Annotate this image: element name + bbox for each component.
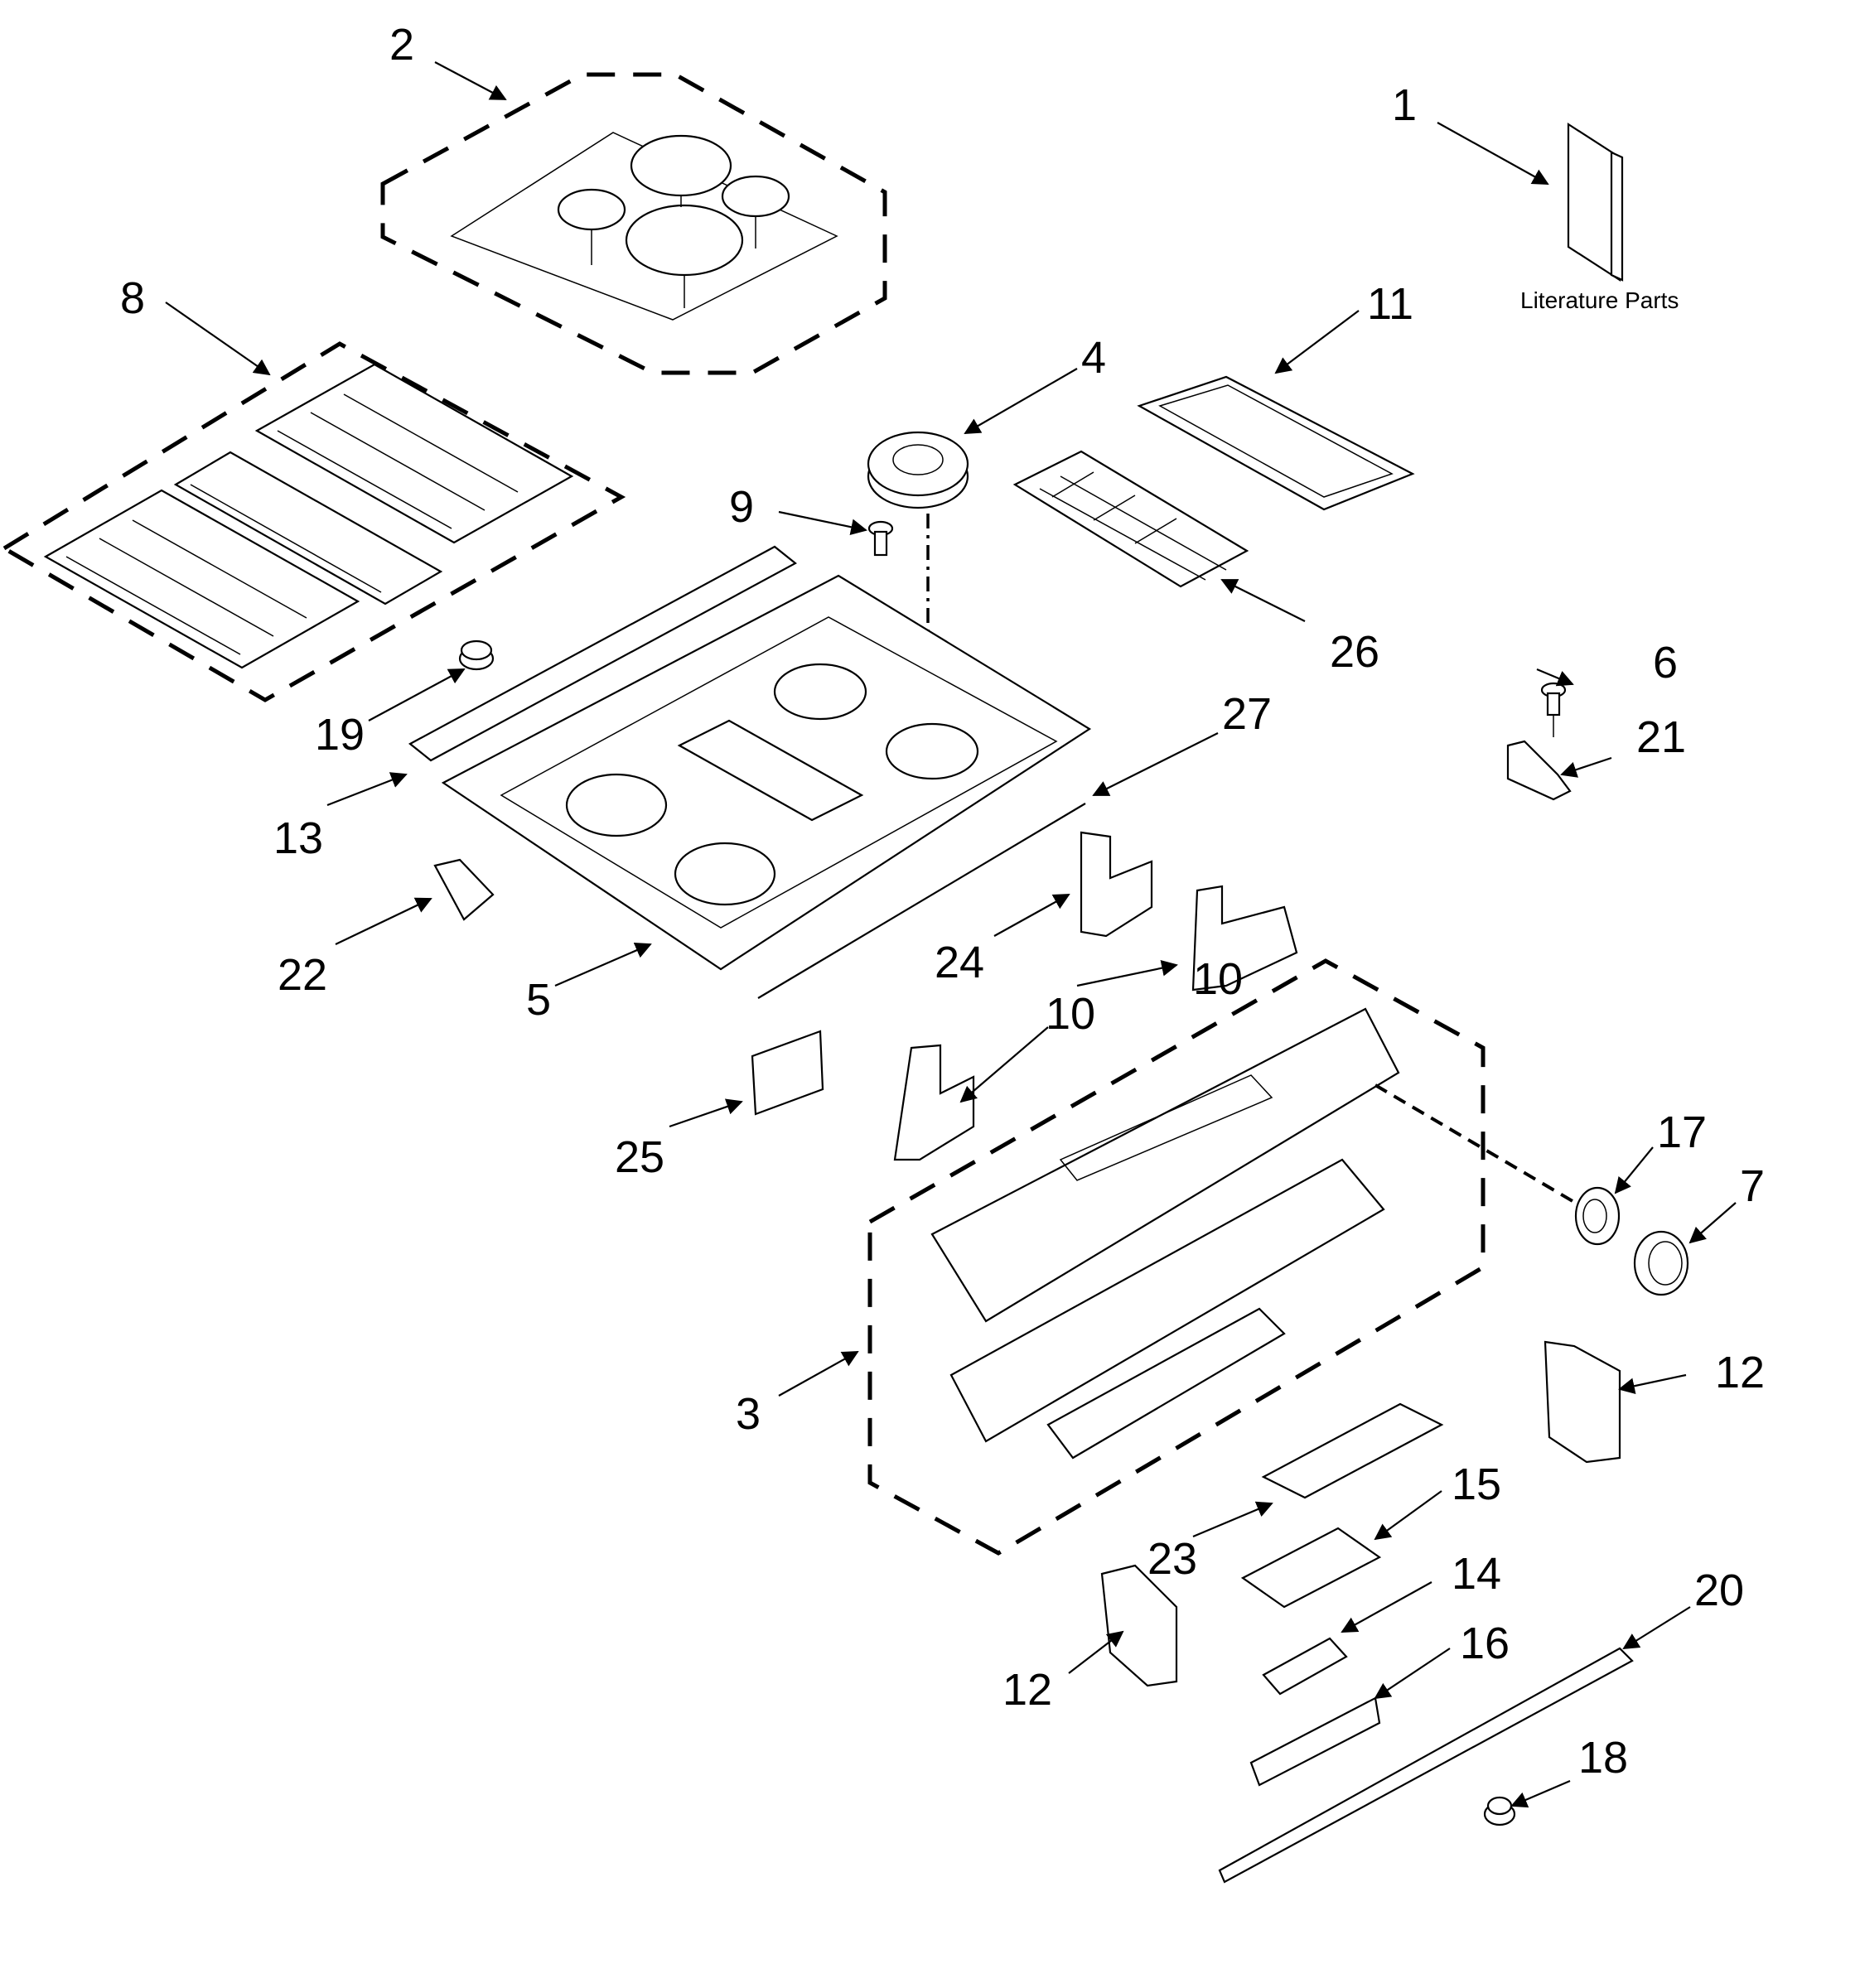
rail-part-20	[1218, 1647, 1634, 1884]
grommet-part-18	[1483, 1796, 1516, 1826]
callout-1: 1	[1392, 80, 1417, 130]
callout-15: 15	[1452, 1460, 1501, 1509]
callout-11: 11	[1367, 279, 1413, 329]
end-cap-part-12a	[1544, 1340, 1621, 1464]
griddle-grate-part	[1012, 450, 1249, 588]
callout-14: 14	[1452, 1549, 1501, 1599]
end-cap-part-12b	[1100, 1564, 1178, 1687]
bracket-part-16	[1249, 1696, 1381, 1787]
callout-7: 7	[1740, 1161, 1765, 1211]
callout-21: 21	[1636, 712, 1686, 762]
panel-strip-part-23	[1261, 1402, 1444, 1499]
callout-24: 24	[935, 938, 984, 987]
knob-part-7	[1633, 1230, 1689, 1296]
callout-12b: 12	[1002, 1665, 1052, 1715]
leader-lines	[165, 61, 1737, 1808]
shaft-line	[1374, 1083, 1588, 1211]
cooktop-frame-part	[441, 574, 1092, 971]
callout-20: 20	[1694, 1566, 1744, 1615]
board-part-15	[1240, 1527, 1382, 1609]
burner-cap-part-19	[458, 639, 495, 671]
callout-18: 18	[1578, 1733, 1628, 1783]
callout-2: 2	[389, 20, 414, 70]
callout-19: 19	[315, 710, 365, 760]
callout-27: 27	[1222, 689, 1272, 739]
screw-part-9	[867, 520, 894, 557]
gasket-part-27	[757, 803, 1086, 999]
callout-16: 16	[1460, 1619, 1510, 1668]
plate-part-25	[751, 1030, 824, 1116]
callout-9: 9	[729, 482, 754, 532]
callout-13: 13	[273, 813, 323, 863]
callout-4: 4	[1081, 333, 1106, 383]
trim-part-13	[408, 545, 797, 762]
bracket-part-24	[1080, 831, 1153, 938]
callout-8: 8	[120, 273, 145, 323]
burner-grates-assembly	[0, 341, 626, 702]
callout-numbers: 1 2 3 4 5 6 7 8 9 10 10 11 12 12 13 14 1…	[120, 20, 1765, 1783]
callout-25: 25	[615, 1132, 664, 1182]
literature-parts-label: Literature Parts	[1520, 287, 1679, 313]
callout-3: 3	[736, 1389, 761, 1439]
control-panel-assembly	[867, 958, 1486, 1556]
literature-parts-part	[1567, 122, 1624, 282]
bracket-part-10b	[893, 1044, 975, 1161]
bracket-part-22	[433, 858, 495, 921]
callout-12a: 12	[1715, 1348, 1765, 1397]
callout-17: 17	[1657, 1107, 1707, 1157]
clip-part-21	[1506, 740, 1572, 801]
griddle-cover-part	[1137, 375, 1415, 511]
callout-6: 6	[1653, 638, 1678, 688]
callout-10a: 10	[1046, 989, 1095, 1039]
bezel-part-17	[1574, 1186, 1621, 1246]
board-part-14	[1262, 1637, 1348, 1696]
callout-22: 22	[278, 950, 327, 1000]
callout-5: 5	[526, 975, 551, 1025]
screw-part-6	[1540, 682, 1567, 737]
callout-26: 26	[1330, 627, 1379, 677]
bracket-part-10a	[1191, 885, 1298, 992]
cooktop-glass-assembly	[380, 72, 887, 375]
callout-23: 23	[1147, 1534, 1197, 1584]
